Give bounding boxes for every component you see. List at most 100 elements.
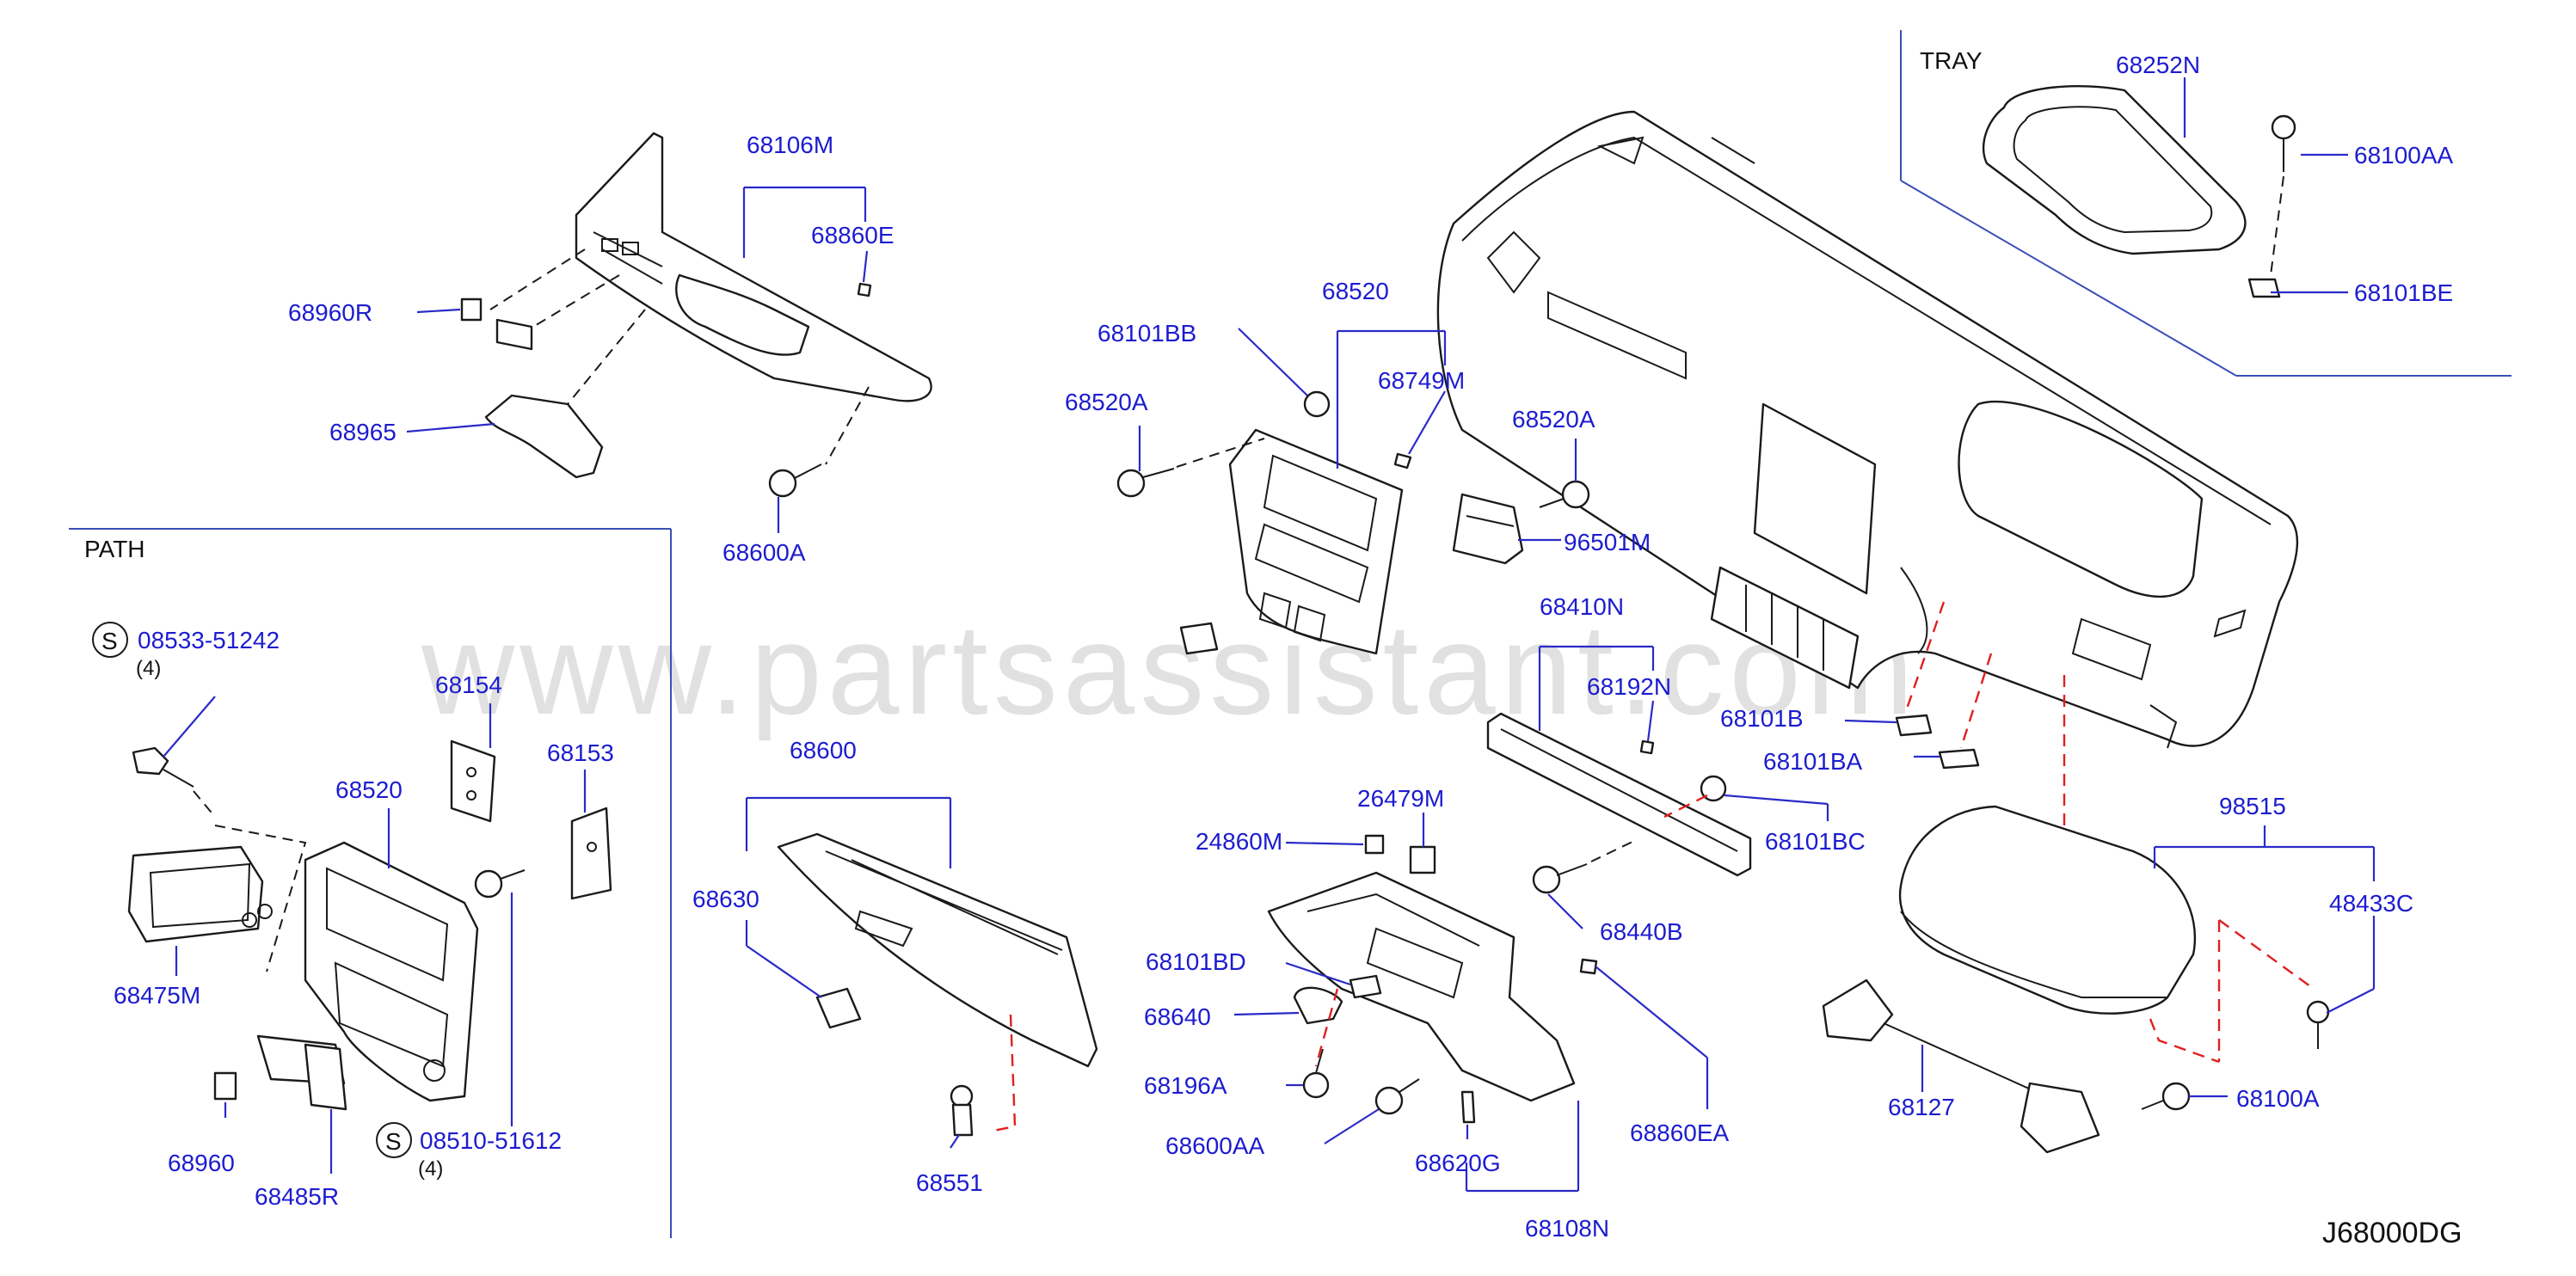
screw-68100AA (2271, 114, 2296, 172)
switch-68485R (256, 1034, 347, 1111)
label-68860EA[interactable]: 68860EA (1630, 1120, 1730, 1146)
tray-section-label: TRAY (1920, 47, 1983, 74)
label-68252N[interactable]: 68252N (2116, 52, 2200, 78)
clip-68101BE (2247, 278, 2281, 298)
label-98515[interactable]: 98515 (2219, 793, 2286, 819)
label-68600AA[interactable]: 68600AA (1165, 1132, 1265, 1159)
bracket-68153 (570, 807, 612, 900)
switch-68960R (460, 298, 483, 322)
screw-68440B (1532, 863, 1588, 894)
label-08533-51242[interactable]: 08533-51242 (138, 627, 280, 653)
clip-68620G (1460, 1090, 1476, 1124)
label-68108N[interactable]: 68108N (1525, 1215, 1609, 1242)
clip-68101B (1895, 714, 1933, 737)
label-68127[interactable]: 68127 (1888, 1094, 1955, 1120)
label-68410N[interactable]: 68410N (1540, 593, 1624, 620)
label-68485R[interactable]: 68485R (255, 1183, 339, 1210)
part-labels: TRAY PATH 68106M 68860E 68960R 68965 686… (84, 47, 2462, 1249)
label-68749M[interactable]: 68749M (1378, 367, 1465, 394)
watermark-text: www.partsassistant.com (421, 597, 1919, 741)
bolt-68100A (2141, 1082, 2191, 1111)
screw-symbol-2: S (385, 1128, 402, 1155)
tray-68252N (1982, 84, 2247, 255)
label-26479M[interactable]: 26479M (1357, 785, 1444, 812)
screw-68520A-left (1116, 468, 1175, 498)
meter-68475M (127, 845, 273, 943)
bolt-48433C (2306, 1000, 2330, 1049)
label-68101BA[interactable]: 68101BA (1763, 748, 1863, 775)
label-68100A[interactable]: 68100A (2236, 1085, 2320, 1112)
screw-68196A (1302, 1048, 1330, 1099)
clip-68600AA (1374, 1078, 1420, 1115)
screw-08533-51242 (132, 746, 194, 788)
button-blank (1179, 622, 1219, 655)
striker-68551 (950, 1084, 974, 1137)
clip-68192N (1639, 739, 1655, 755)
glove-box-68600 (777, 832, 1098, 1068)
label-68520A-right[interactable]: 68520A (1512, 406, 1595, 432)
label-96501M[interactable]: 96501M (1564, 529, 1651, 555)
screw-08510-51612 (474, 869, 526, 899)
airbag-98515 (1898, 805, 2197, 1015)
label-68101BC[interactable]: 68101BC (1765, 828, 1866, 855)
label-68960R[interactable]: 68960R (288, 299, 372, 326)
label-68196A[interactable]: 68196A (1144, 1072, 1227, 1099)
bracket-26479M (1409, 845, 1436, 874)
label-68965[interactable]: 68965 (329, 419, 397, 445)
qty-08510-51612: (4) (418, 1157, 443, 1181)
clip-68101BA (1938, 748, 1980, 770)
lock-68630 (815, 987, 862, 1029)
pocket-68965 (484, 394, 604, 479)
label-68101BD[interactable]: 68101BD (1146, 948, 1246, 975)
screw-symbol-circle-2 (376, 1122, 412, 1158)
clip-68749M (1393, 452, 1412, 469)
label-68960[interactable]: 68960 (168, 1150, 235, 1176)
label-68101BE[interactable]: 68101BE (2354, 279, 2453, 306)
label-68153[interactable]: 68153 (547, 739, 614, 766)
label-68860E[interactable]: 68860E (811, 222, 895, 248)
label-68100AA[interactable]: 68100AA (2354, 142, 2454, 169)
label-68520-path[interactable]: 68520 (335, 776, 403, 803)
label-68520-top[interactable]: 68520 (1322, 278, 1389, 304)
switch-68960 (213, 1071, 237, 1101)
label-68106M[interactable]: 68106M (747, 132, 833, 158)
path-section-label: PATH (84, 536, 145, 562)
label-68440B[interactable]: 68440B (1600, 918, 1683, 945)
label-68640[interactable]: 68640 (1144, 1003, 1211, 1030)
label-68154[interactable]: 68154 (435, 672, 502, 698)
tray-section-frame (1900, 30, 2511, 377)
strip-68410N (1486, 712, 1752, 877)
clip-68101BC (1700, 775, 1727, 802)
bracket-68127 (1822, 978, 2100, 1154)
clip-24860M (1364, 834, 1385, 855)
label-68101B[interactable]: 68101B (1720, 705, 1804, 732)
bracket-68154 (450, 739, 496, 823)
vent-68101BB (1303, 390, 1331, 418)
label-68520A-left[interactable]: 68520A (1065, 389, 1148, 415)
module-96501M (1452, 493, 1524, 565)
label-68475M[interactable]: 68475M (114, 982, 200, 1009)
screw-symbol-1: S (101, 628, 118, 654)
label-68630[interactable]: 68630 (692, 886, 759, 912)
finisher-68520 (1228, 428, 1404, 655)
label-68551[interactable]: 68551 (916, 1169, 983, 1196)
label-48433C[interactable]: 48433C (2329, 890, 2413, 917)
label-68620G[interactable]: 68620G (1415, 1150, 1501, 1176)
glove-frame-68108N (1267, 871, 1576, 1102)
label-68600[interactable]: 68600 (790, 737, 857, 764)
switch-blank (495, 318, 533, 351)
label-68600A[interactable]: 68600A (722, 539, 806, 566)
clip-68600A (768, 463, 822, 498)
qty-08533-51242: (4) (136, 657, 161, 680)
diagram-code: J68000DG (2322, 1217, 2462, 1249)
leader-lines (163, 77, 2376, 1193)
lock-68640 (1293, 986, 1343, 1025)
label-68101BB[interactable]: 68101BB (1097, 320, 1196, 347)
label-68192N[interactable]: 68192N (1587, 673, 1671, 700)
clip-68101BD (1349, 974, 1382, 999)
cluster-lid-68106M (575, 132, 932, 402)
label-08510-51612[interactable]: 08510-51612 (420, 1127, 562, 1154)
path-section-frame (69, 528, 672, 1238)
label-24860M[interactable]: 24860M (1196, 828, 1282, 855)
